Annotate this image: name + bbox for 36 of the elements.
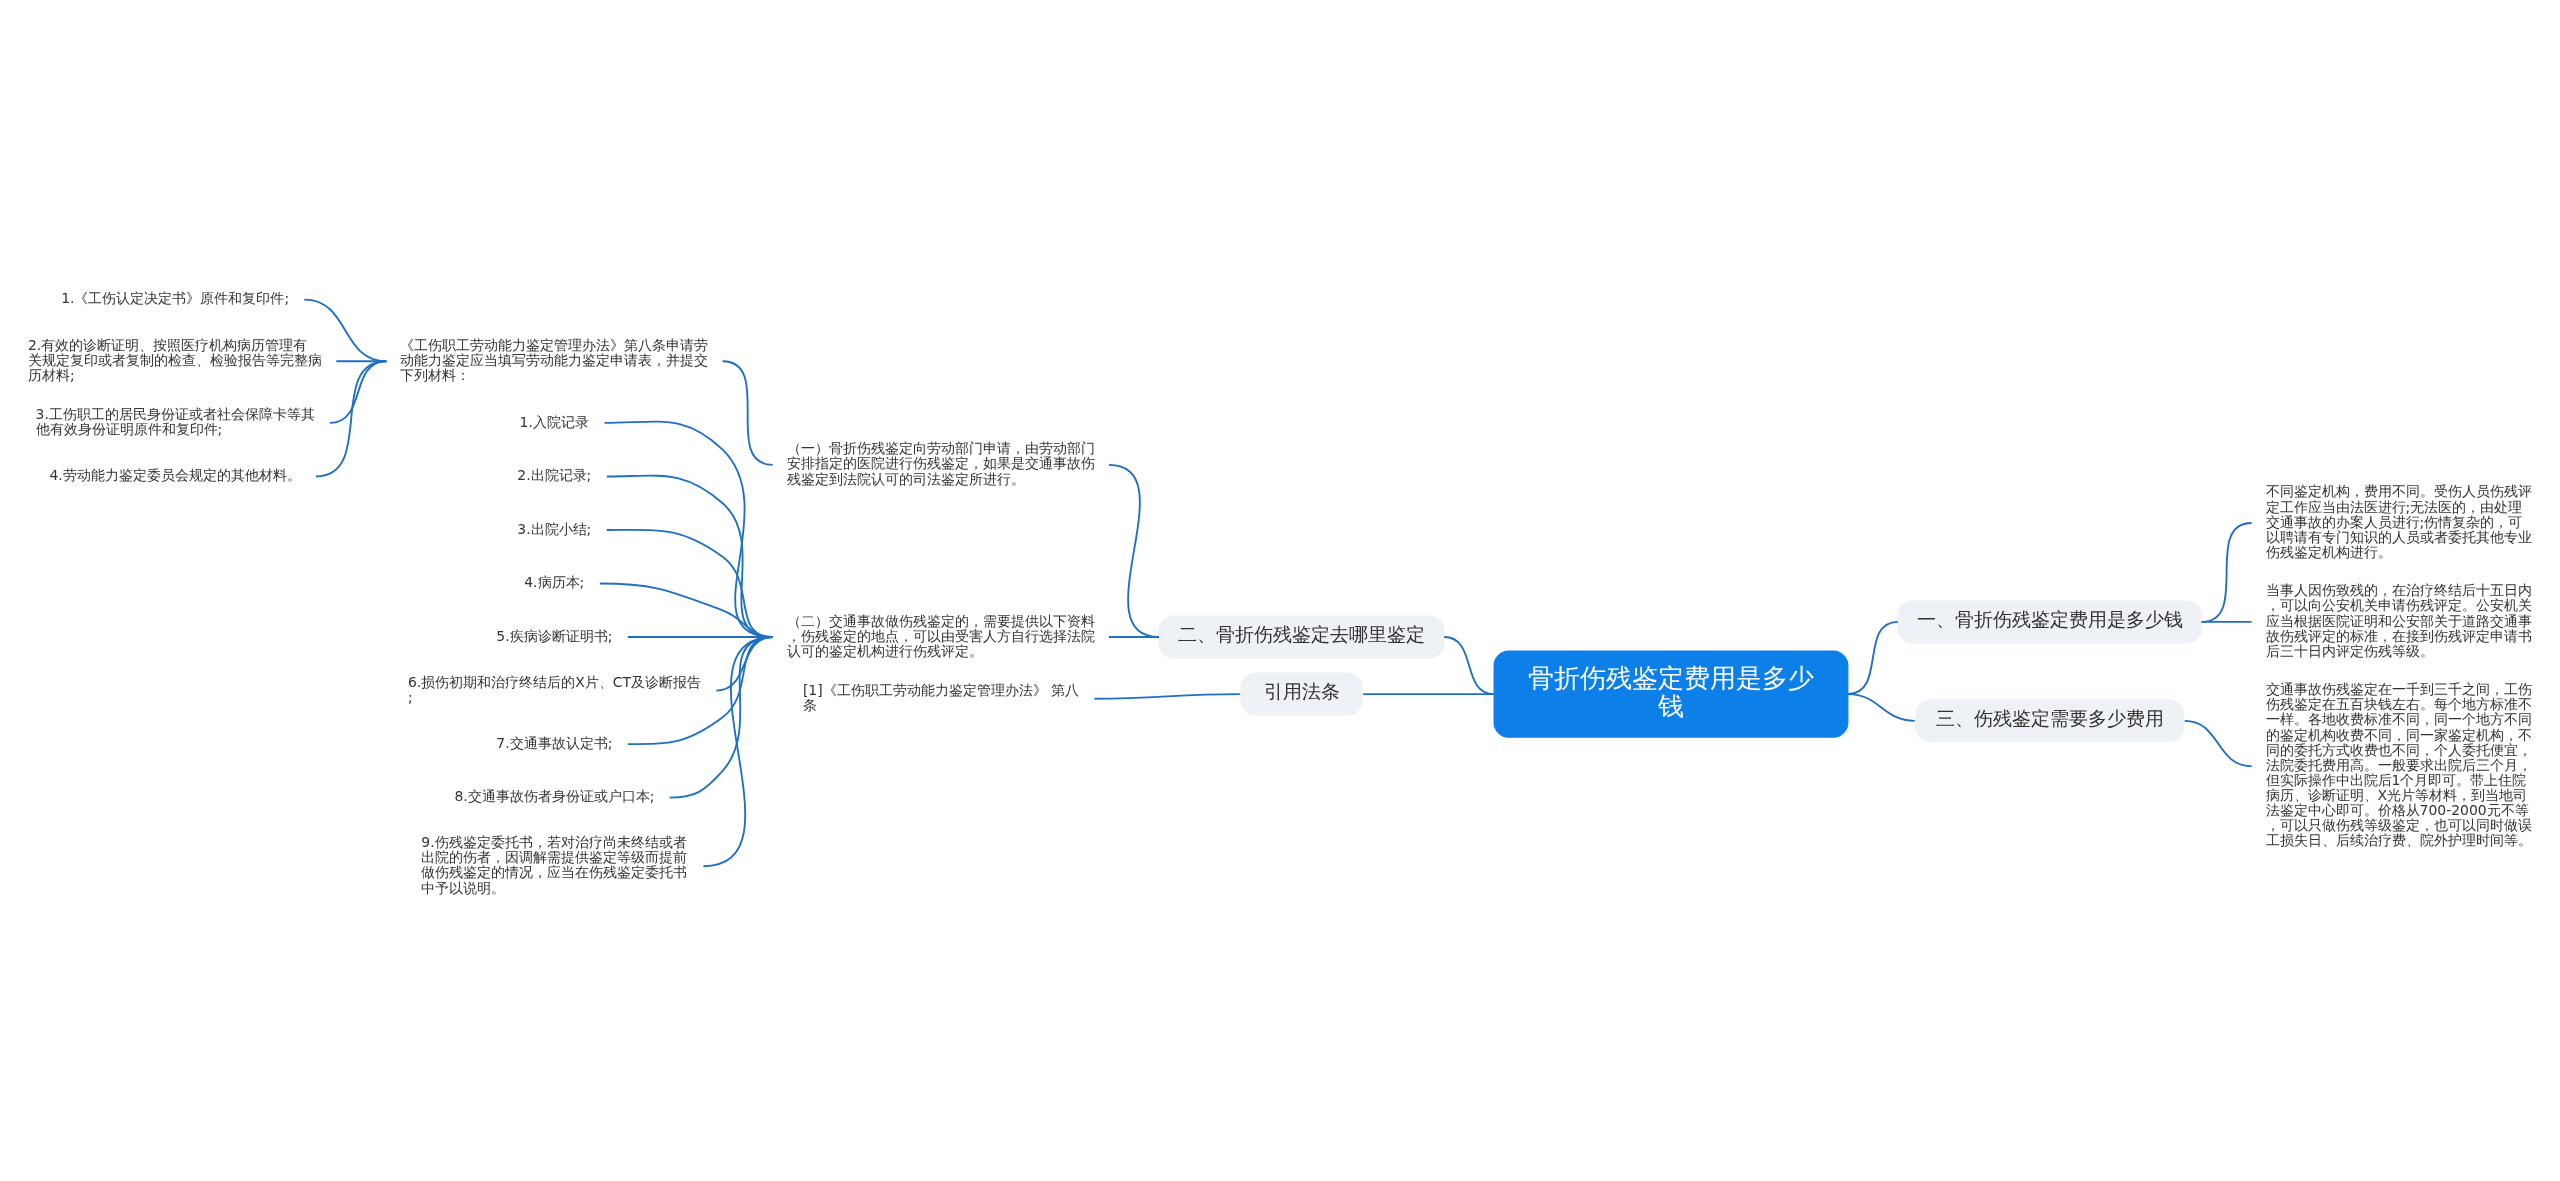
node-text: 6.损伤初期和治疗终结后的X片、CT及诊断报告; [407, 673, 702, 705]
connector [2200, 522, 2253, 623]
node-text: 《工伤职工劳动能力鉴定管理办法》第八条申请劳动能力鉴定应当填写劳动能力鉴定申请表，并提交下列材料： [400, 336, 709, 383]
connector [1093, 693, 1241, 700]
node-text: 7.交通事故认定书; [496, 734, 613, 751]
node-box: 三、伤残鉴定需要多少费用 [1915, 699, 2185, 743]
connector [2183, 719, 2253, 768]
node-text: 不同鉴定机构，费用不同。受伤人员伤残评定工作应当由法医进行;无法医的，由处理交通事故的办案人员进行;伤情复杂的，可以聘请有专门知识的人员或者委托其他专业伤残鉴定机构进行。 [2265, 483, 2532, 560]
connector [1108, 463, 1160, 638]
node-box: 引用法条 [1240, 672, 1363, 716]
connector [1108, 636, 1160, 638]
connector [702, 636, 774, 868]
node-text: 1.《工伤认定决定书》原件和复印件; [61, 290, 290, 307]
node-text: 8.交通事故伤者身份证或户口本; [454, 788, 655, 805]
node-text: 3.出院小结; [517, 520, 592, 537]
connector [721, 360, 774, 466]
node-box: 骨折伤残鉴定费用是多少钱 [1493, 650, 1849, 738]
node-text: 交通事故伤残鉴定在一千到三千之间，工伤伤残鉴定在五百块钱左右。每个地方标准不一样。各地收费标准不同，同一个地方不同的鉴定机构收费不同，同一家鉴定机构，不同的委托方式收费也不同，个人委托便宜，法院委托费用高。一般要求出院后三个月，但实际操作中出院后1个月即可。带上住院病历、诊断证明、X光片等材料，到当地司法鉴定中心即可。价格从700-2000元不等，可以只做伤残等级鉴定，也可以同时做误工损失日、后续治疗费、院外护理时间等。 [2265, 681, 2532, 849]
node-text: （二）交通事故做伤残鉴定的，需要提供以下资料，伤残鉴定的地点，可以由受害人方自行选择法院认可的鉴定机构进行伤残评定。 [786, 612, 1095, 659]
node-text: [1]《工伤职工劳动能力鉴定管理办法》 第八条 [802, 681, 1080, 713]
connector [1846, 693, 1916, 722]
node-text: （一）骨折伤残鉴定向劳动部门申请，由劳动部门安排指定的医院进行伤残鉴定，如果是交通事故伤残鉴定到法院认可的司法鉴定所进行。 [786, 440, 1095, 487]
node-text: 当事人因伤致残的，在治疗终结后十五日内，可以向公安机关申请伤残评定。公安机关应当根据医院证明和公安部关于道路交通事故伤残评定的标准，在接到伤残评定申请书后三十日内评定伤残等级。 [2265, 582, 2532, 659]
connector [1362, 693, 1496, 695]
node-text: 1.入院记录 [519, 413, 589, 430]
connector [315, 360, 388, 478]
node-text: 9.伤残鉴定委托书，若对治疗尚未终结或者出院的伤者，因调解需提供鉴定等级而提前做伤残鉴定的情况，应当在伤残鉴定委托书中予以说明。 [421, 834, 688, 896]
node-text: 5.疾病诊断证明书; [496, 627, 613, 644]
connector [2200, 621, 2253, 623]
node-text: 4.劳动能力鉴定委员会规定的其他材料。 [49, 467, 301, 484]
node-text: 2.有效的诊断证明、按照医疗机构病历管理有关规定复印或者复制的检查、检验报告等完整病历材料; [27, 336, 322, 383]
node-text: 3.工伤职工的居民身份证或者社会保障卡等其他有效身份证明原件和复印件; [35, 405, 315, 438]
node-box: 一、骨折伤残鉴定费用是多少钱 [1897, 600, 2203, 644]
node-text: 4.病历本; [524, 574, 585, 591]
node-box: 二、骨折伤残鉴定去哪里鉴定 [1158, 615, 1445, 659]
node-text: 2.出院记录; [517, 467, 592, 484]
